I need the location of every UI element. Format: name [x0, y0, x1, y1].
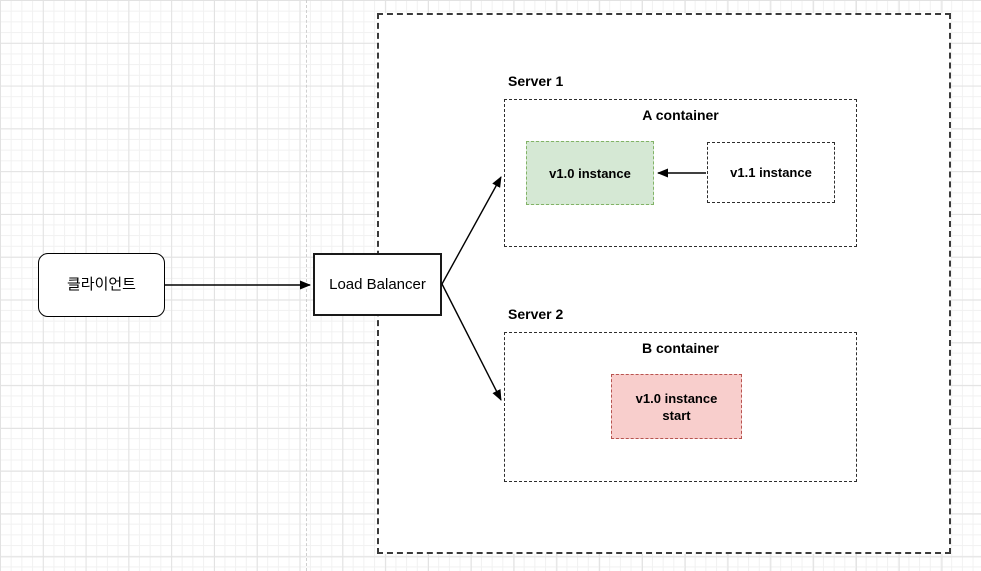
server2-title: Server 2	[508, 306, 564, 322]
a-container-label: A container	[642, 107, 719, 123]
server2-group-box[interactable]: B container	[504, 332, 857, 482]
b-container-label: B container	[641, 340, 719, 356]
load-balancer-node[interactable]: Load Balancer	[313, 253, 442, 316]
page-boundary-line	[306, 0, 307, 571]
server1-v11-instance-node[interactable]: v1.1 instance	[707, 142, 835, 203]
server1-group-box[interactable]: A container	[504, 99, 857, 247]
server1-v11-instance-label: v1.1 instance	[730, 165, 812, 180]
client-label: 클라이언트	[66, 276, 136, 293]
server1-v10-instance-node[interactable]: v1.0 instance	[526, 141, 654, 205]
server2-v10-instance-label: v1.0 instance start	[635, 390, 718, 423]
server2-v10-instance-node[interactable]: v1.0 instance start	[611, 374, 742, 439]
client-node[interactable]: 클라이언트	[38, 253, 165, 317]
server1-title: Server 1	[508, 73, 564, 89]
load-balancer-label: Load Balancer	[329, 275, 426, 293]
server1-v10-instance-label: v1.0 instance	[549, 165, 631, 181]
